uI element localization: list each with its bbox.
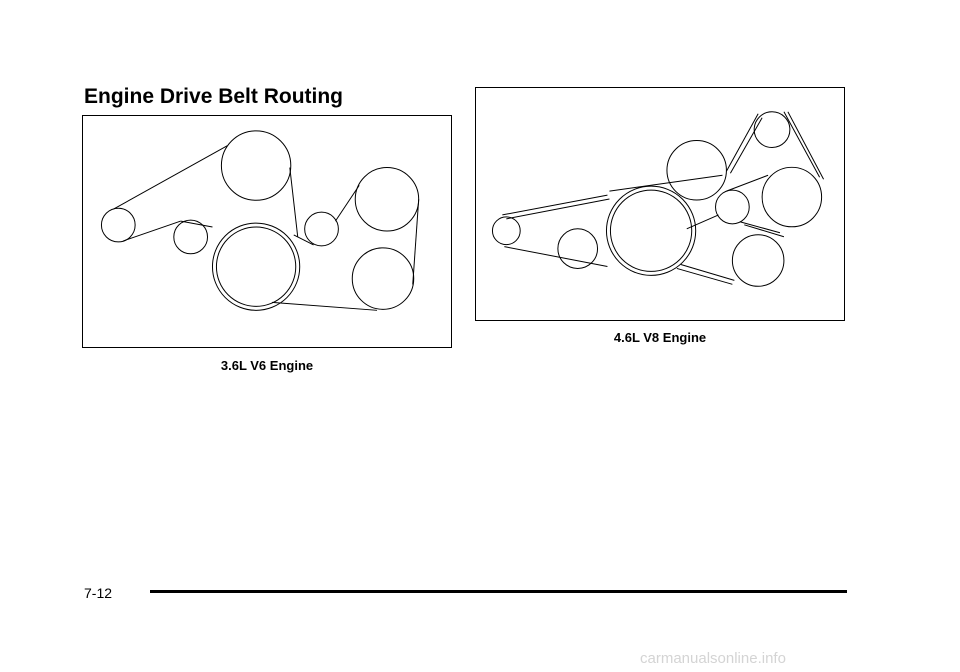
v8-belt-segment <box>504 246 608 267</box>
v8-belt-segment <box>680 264 735 281</box>
v8-belt-segment <box>686 214 719 230</box>
v6-idler-pulley-left <box>100 207 136 243</box>
v8-pulley-top-right <box>753 111 791 148</box>
v6-pulley-upper-right <box>354 167 420 232</box>
v8-belt-segment <box>506 198 610 220</box>
v8-pulley-lower-right <box>731 234 785 287</box>
v6-belt-segment <box>180 220 213 228</box>
v6-crankshaft-pulley-inner <box>215 226 297 307</box>
footer-divider <box>150 590 847 593</box>
v8-pulley-right <box>761 166 823 228</box>
v6-belt-segment <box>271 301 378 311</box>
v6-belt-segment <box>289 167 299 238</box>
v8-belt-segment <box>729 117 763 174</box>
v6-belt-routing-drawing <box>100 130 420 311</box>
v6-belt-segment <box>412 199 420 285</box>
v6-belt-segment <box>334 185 360 222</box>
v6-pulley-lower-right <box>351 247 415 310</box>
v6-idler-pulley-middle <box>304 211 339 247</box>
v6-pulley-top <box>220 130 292 201</box>
v8-belt-segment <box>726 174 769 192</box>
page-title: Engine Drive Belt Routing <box>84 85 344 108</box>
v8-belt-segment <box>740 221 781 234</box>
v8-belt-segment <box>783 111 821 178</box>
v8-crankshaft-pulley-outer <box>605 185 697 276</box>
v6-crankshaft-pulley-outer <box>211 222 301 311</box>
v8-belt-diagram <box>475 87 845 321</box>
v8-idler-pulley-left <box>491 216 521 246</box>
v8-belt-segment <box>725 113 759 172</box>
v8-belt-segment <box>502 194 608 216</box>
v8-belt-routing-drawing <box>491 111 825 287</box>
v8-belt-segment <box>609 174 723 192</box>
page-number: 7-12 <box>84 585 113 601</box>
v6-figure-caption: 3.6L V6 Engine <box>220 358 314 373</box>
v8-figure-caption: 4.6L V8 Engine <box>613 330 707 345</box>
v8-tensioner-pulley <box>557 228 599 269</box>
v6-belt-segment <box>123 220 181 242</box>
v8-crankshaft-pulley-inner <box>609 189 693 272</box>
watermark: carmanualsonline.info <box>640 650 786 667</box>
v8-idler-pulley-middle <box>715 189 750 225</box>
v6-belt-segment <box>113 145 228 210</box>
v6-belt-diagram <box>82 115 452 348</box>
v8-belt-segment <box>787 111 825 180</box>
v8-belt-segment <box>676 267 733 285</box>
v8-pulley-upper-left <box>666 140 727 201</box>
v6-tensioner-pulley <box>173 219 209 255</box>
v8-belt-segment <box>744 224 785 238</box>
v6-belt-segment <box>293 234 314 246</box>
